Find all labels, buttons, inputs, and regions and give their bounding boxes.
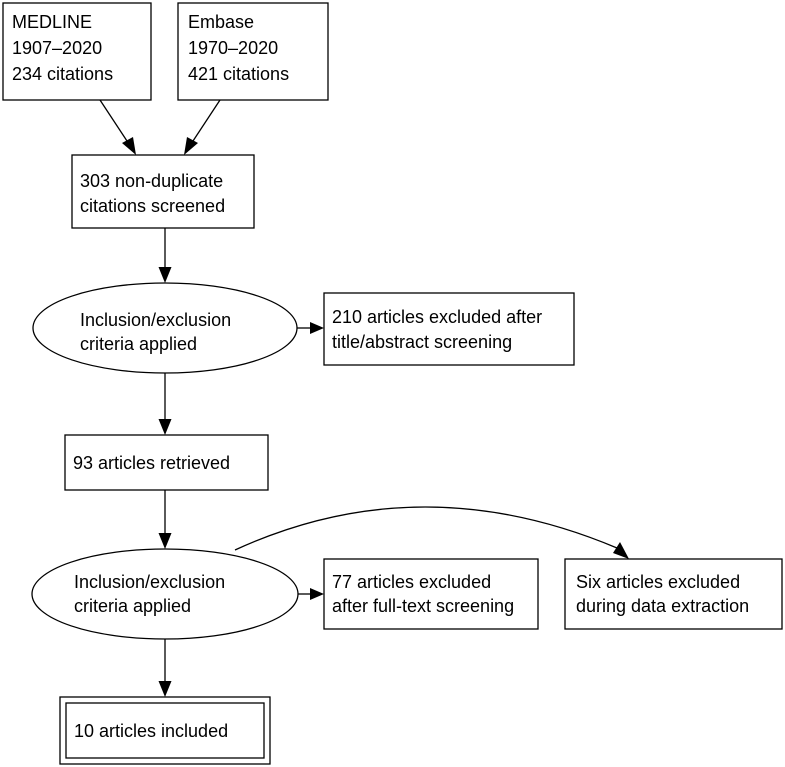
excluded-3-box [564,558,783,630]
excluded-1-box [323,292,575,366]
edge-criteria-1-to-retrieved [158,373,172,435]
edge-criteria-2-to-excluded-3 [234,506,629,559]
retrieved-box [64,434,269,491]
edge-screened-to-criteria-1 [158,228,172,283]
excluded-1-label: 210 articles excluded after title/abstra… [332,307,547,352]
criteria-2-label: Inclusion/exclusion criteria applied [74,572,230,616]
medline-label: MEDLINE 1907–2020 234 citations [12,12,113,84]
excluded-3-label: Six articles excluded during data extrac… [576,572,749,616]
included-label: 10 articles included [74,721,228,741]
criteria-1-label: Inclusion/exclusion criteria applied [80,310,236,354]
included-inner-box [65,702,265,759]
criteria-2-ellipse [31,548,299,640]
embase-box [177,2,329,101]
edge-embase-to-screened [184,99,221,155]
edge-criteria-2-to-included [158,639,172,697]
embase-label: Embase 1970–2020 421 citations [188,12,289,84]
excluded-2-label: 77 articles excluded after full-text scr… [332,572,514,616]
edge-retrieved-to-criteria-2 [158,490,172,549]
medline-box [2,2,152,101]
edge-criteria-2-to-excluded-2 [298,588,324,600]
screened-box [71,154,255,229]
edge-medline-to-screened [99,99,136,155]
excluded-2-box [323,558,539,630]
edge-criteria-1-to-excluded-1 [297,322,324,334]
retrieved-label: 93 articles retrieved [73,453,230,473]
screened-label: 303 non-duplicate citations screened [80,171,228,216]
